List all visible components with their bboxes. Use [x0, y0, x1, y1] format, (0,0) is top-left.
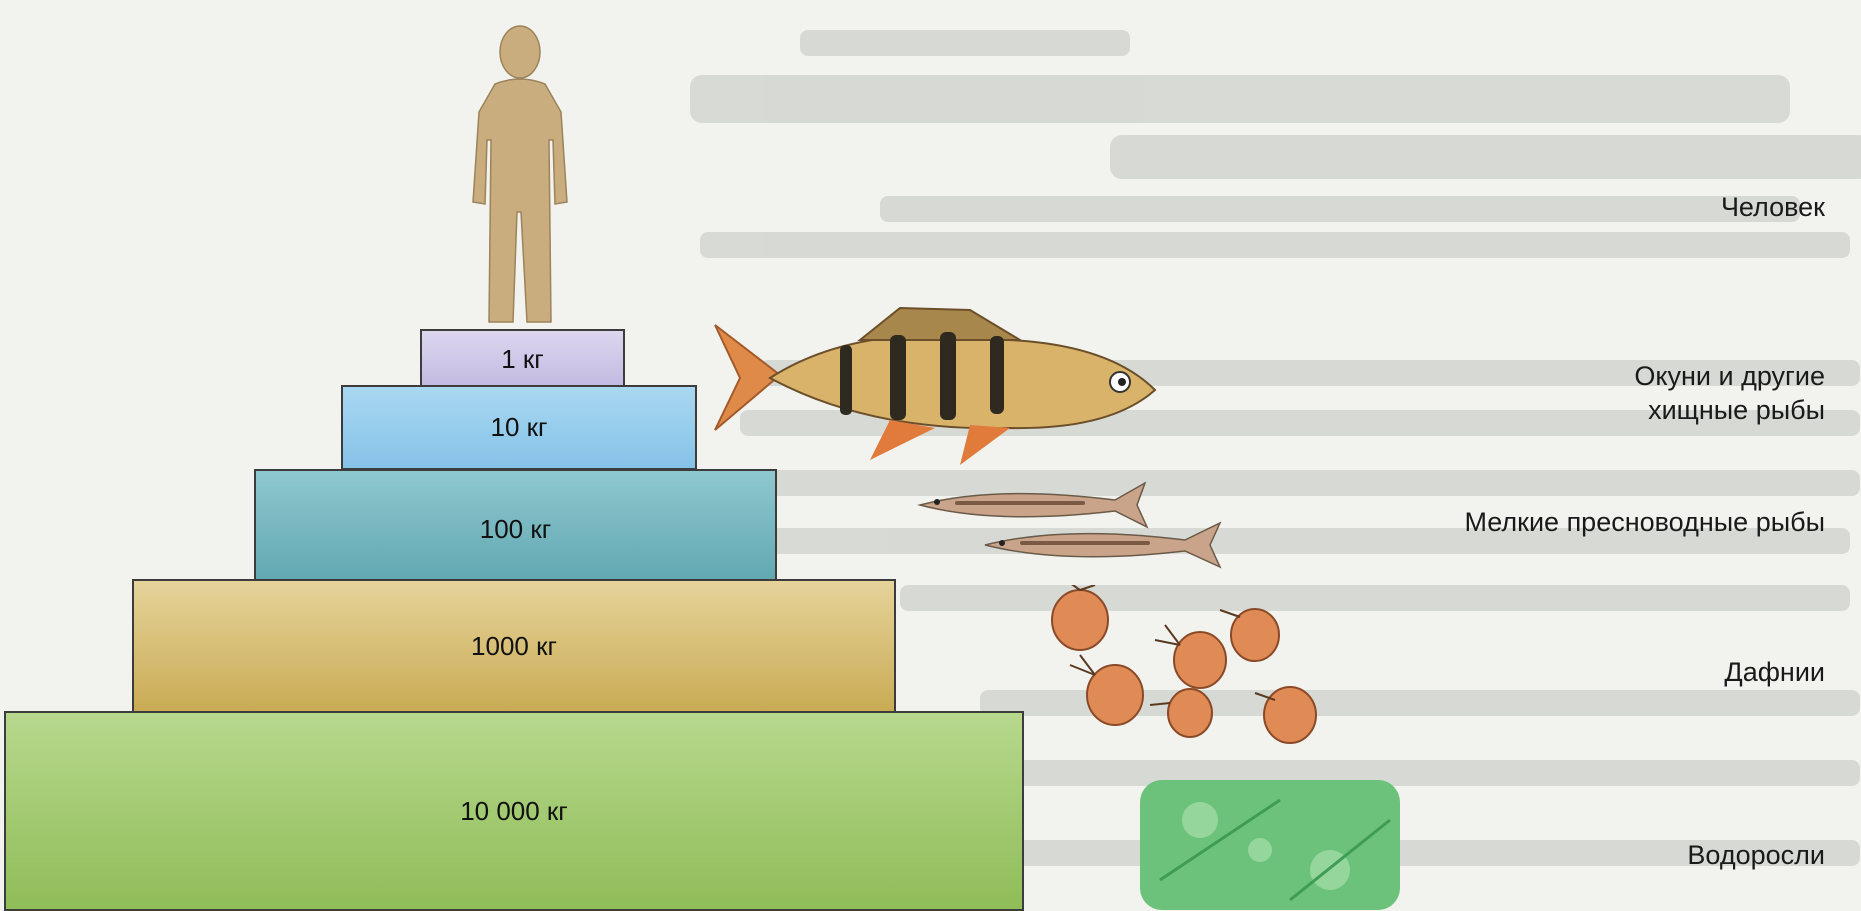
- mass-label-3: 100 кг: [480, 514, 551, 545]
- perch-fish-icon: [710, 300, 1160, 470]
- daphnia-icon: [1040, 585, 1340, 750]
- mass-label-5: 10 000 кг: [460, 796, 568, 827]
- mass-label-2: 10 кг: [490, 412, 547, 443]
- pyramid-level-3: 100 кг: [254, 469, 777, 589]
- organism-label-3: Мелкие пресноводные рыбы: [1365, 505, 1825, 539]
- organism-label-1: Человек: [1721, 190, 1825, 224]
- mass-label-4: 1000 кг: [471, 631, 557, 662]
- organism-label-4: Дафнии: [1724, 655, 1825, 689]
- mass-label-1: 1 кг: [501, 344, 544, 375]
- small-fish-icon: [915, 475, 1235, 575]
- pyramid-level-5: 10 000 кг: [4, 711, 1024, 911]
- organism-label-2: Окуни и другие хищные рыбы: [1535, 359, 1825, 427]
- pyramid-level-4: 1000 кг: [132, 579, 896, 714]
- pyramid-level-1: 1 кг: [420, 329, 625, 390]
- human-silhouette-icon: [455, 22, 585, 332]
- algae-icon: [1140, 780, 1400, 910]
- organism-label-5: Водоросли: [1687, 838, 1825, 872]
- pyramid-level-2: 10 кг: [341, 385, 697, 470]
